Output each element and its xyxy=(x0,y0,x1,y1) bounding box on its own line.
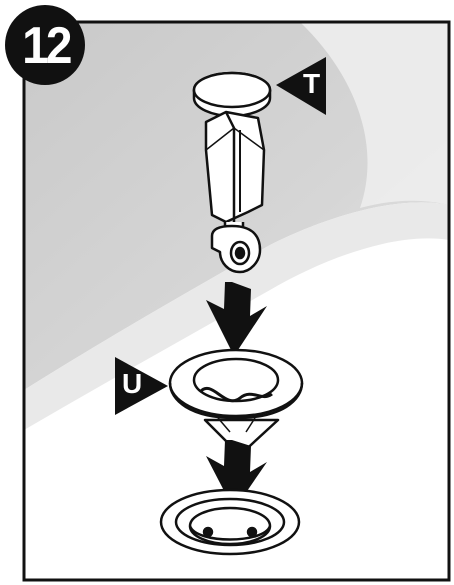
diagram-frame xyxy=(22,20,451,582)
drain-hole-icon xyxy=(159,488,301,556)
callout-pointer-icon xyxy=(276,57,326,115)
drain-insert-icon xyxy=(168,348,304,457)
callout-label-u: U xyxy=(122,368,143,399)
step-number: 12 xyxy=(0,0,92,92)
down-arrow-icon xyxy=(206,440,267,510)
step-number-badge xyxy=(5,5,85,85)
down-arrow-icon xyxy=(206,282,267,356)
plug-stopper-icon xyxy=(192,71,272,274)
callout-label-t: T xyxy=(303,68,321,99)
step-number-text: 12 xyxy=(22,17,72,75)
callout-pointer-icon xyxy=(115,357,168,415)
